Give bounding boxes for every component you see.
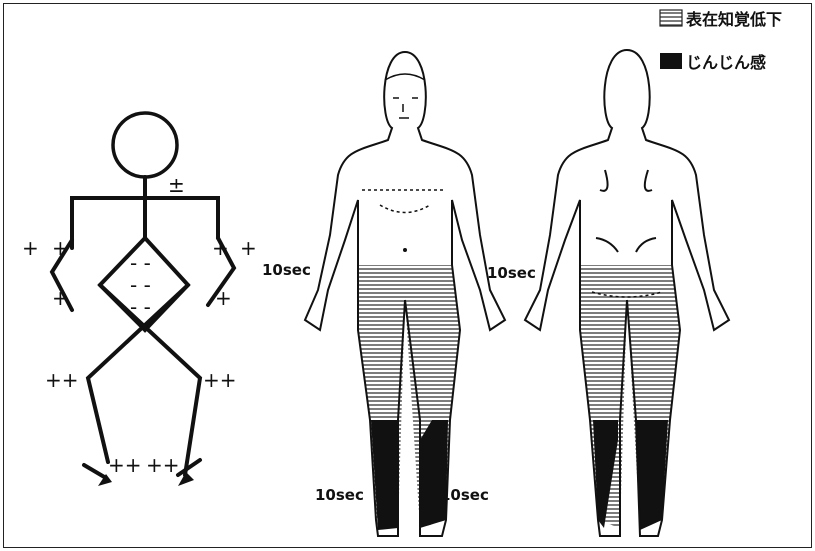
front-thigh-right-label: 10sec <box>487 264 536 282</box>
stick-left-foot <box>84 465 106 478</box>
front-chest-dashed <box>362 190 445 213</box>
front-thigh-left-label: 10sec <box>262 261 311 279</box>
right-biceps-reflex: + <box>240 236 257 260</box>
stick-head <box>113 113 177 177</box>
front-face <box>385 74 425 118</box>
left-ankle-reflex: ++ <box>108 453 142 477</box>
abdominal-reflex-upper: - - <box>130 251 151 275</box>
front-body: 10sec 10sec 10sec 10sec <box>262 52 536 536</box>
right-biceps-inner-reflex: + <box>212 236 229 260</box>
front-leg-left-label: 10sec <box>315 486 364 504</box>
right-brachioradialis-reflex: + <box>215 286 232 310</box>
shoulder-reflex: ± <box>168 173 185 197</box>
legend-stripe-swatch <box>660 10 682 26</box>
abdominal-reflex-lower: - - <box>130 295 151 319</box>
back-body <box>525 50 729 536</box>
front-right-lower-leg-tingling <box>420 420 448 528</box>
left-knee-reflex: ++ <box>45 368 79 392</box>
back-shoulder-blades <box>596 170 656 252</box>
abdominal-reflex-middle: - - <box>130 273 151 297</box>
legend-label-hypoesthesia: 表在知覚低下 <box>685 10 782 29</box>
left-biceps-inner-reflex: + <box>52 236 69 260</box>
legend-label-tingling: じんじん感 <box>686 53 766 72</box>
legend-solid-swatch <box>660 53 682 69</box>
right-knee-reflex: ++ <box>203 368 237 392</box>
stick-right-foot <box>178 460 200 475</box>
right-ankle-reflex: ++ <box>146 453 180 477</box>
left-biceps-reflex: + <box>22 236 39 260</box>
front-navel <box>403 248 407 252</box>
left-brachioradialis-reflex: + <box>52 286 69 310</box>
front-leg-right-label: 10sec <box>440 486 489 504</box>
legend: 表在知覚低下 じんじん感 <box>660 10 782 72</box>
